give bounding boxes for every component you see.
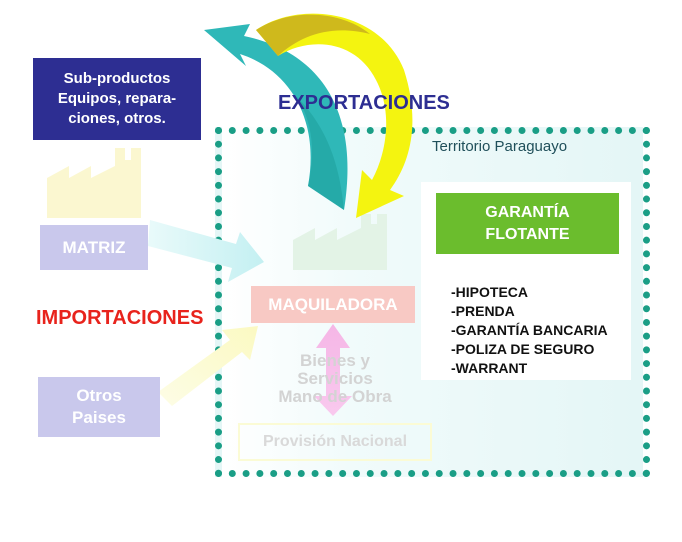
national-inputs-text: Bienes y Servicios Mano de Obra	[265, 352, 405, 406]
national-inputs-line-3: Mano de Obra	[278, 387, 392, 406]
guarantee-item: -WARRANT	[451, 360, 528, 376]
subproducts-line-3: ciones, otros.	[68, 110, 166, 127]
floating-guarantee-line-1: GARANTÍA	[485, 203, 570, 221]
national-inputs-line-1: Bienes y	[300, 351, 370, 370]
factory-icon-left	[47, 148, 141, 218]
territory-label: Territorio Paraguayo	[432, 138, 568, 155]
matriz-box: MATRIZ	[40, 225, 148, 270]
guarantee-item: -PRENDA	[451, 303, 515, 319]
subproducts-box: Sub-productos Equipos, repara- ciones, o…	[33, 58, 201, 140]
exports-label: EXPORTACIONES	[278, 92, 450, 114]
national-inputs-line-2: Servicios	[297, 369, 373, 388]
maquiladora-box: MAQUILADORA	[251, 286, 415, 323]
guarantee-item: -HIPOTECA	[451, 284, 528, 300]
maquiladora-label: MAQUILADORA	[268, 294, 398, 314]
floating-guarantee-line-2: FLOTANTE	[485, 225, 570, 243]
other-countries-line-2: Paises	[72, 408, 126, 427]
subproducts-line-2: Equipos, repara-	[57, 90, 177, 107]
national-provision-box: Provisión Nacional	[238, 423, 432, 461]
factory-icon-center	[293, 214, 387, 270]
imports-label: IMPORTACIONES	[36, 307, 204, 329]
floating-guarantee-box: GARANTÍA FLOTANTE	[436, 193, 619, 254]
national-provision-label: Provisión Nacional	[262, 433, 408, 450]
subproducts-line-1: Sub-productos	[63, 70, 171, 87]
guarantee-list: -HIPOTECA -PRENDA -GARANTÍA BANCARIA -PO…	[451, 283, 608, 378]
matriz-label: MATRIZ	[62, 237, 126, 257]
guarantee-item: -GARANTÍA BANCARIA	[451, 322, 608, 338]
guarantee-item: -POLIZA DE SEGURO	[451, 341, 595, 357]
other-countries-line-1: Otros	[76, 386, 122, 405]
other-countries-box: Otros Paises	[38, 377, 160, 437]
